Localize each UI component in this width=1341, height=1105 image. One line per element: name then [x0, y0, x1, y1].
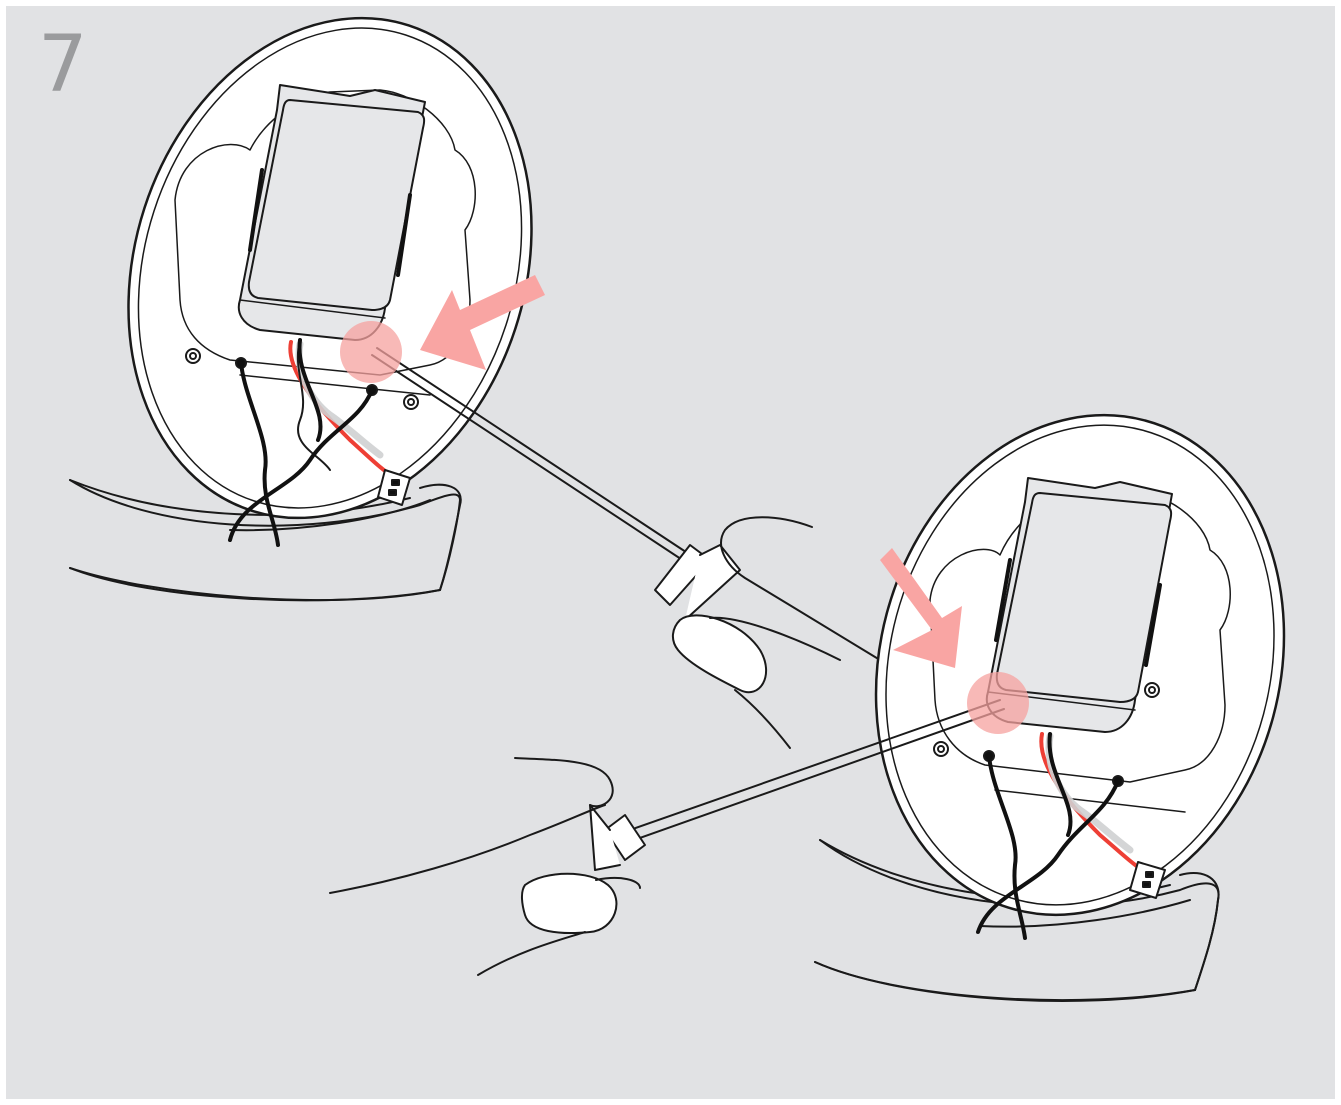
right-battery [985, 477, 1173, 733]
right-arrow-icon [880, 548, 962, 668]
left-battery [237, 84, 426, 341]
right-wires [976, 732, 1144, 940]
left-highlight [340, 275, 545, 383]
right-connector [1129, 861, 1166, 899]
left-screw-holes [185, 348, 419, 410]
left-base-cradle [69, 479, 462, 602]
right-hand-icon [329, 757, 641, 976]
right-screwdriver-icon [589, 699, 1005, 871]
left-wires [228, 338, 394, 547]
right-highlight [880, 548, 1029, 734]
left-hand-icon [672, 516, 881, 749]
step-number: 7 [38, 20, 88, 110]
left-screwdriver-icon [371, 347, 741, 621]
right-speaker-view [329, 413, 1286, 1002]
left-arrow-icon [420, 275, 545, 370]
left-connector [377, 469, 411, 506]
left-speaker-view [69, 16, 881, 749]
